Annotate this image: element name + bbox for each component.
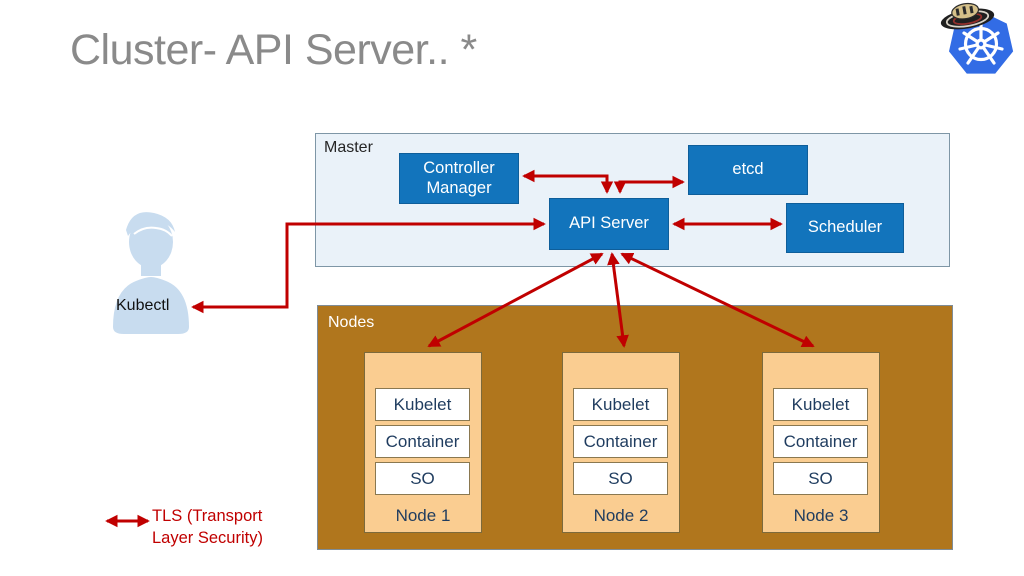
- container-box: Container: [773, 425, 868, 458]
- container-box: Container: [375, 425, 470, 458]
- tls-legend-label: TLS (Transport Layer Security): [152, 507, 263, 547]
- container-box: Container: [573, 425, 668, 458]
- so-box: SO: [573, 462, 668, 495]
- node-label-1: Node 1: [395, 506, 451, 525]
- etcd-box: etcd: [688, 145, 808, 195]
- scheduler-box: Scheduler: [786, 203, 904, 253]
- api-server-box: API Server: [549, 198, 669, 250]
- nodes-label: Nodes: [328, 314, 375, 331]
- kubernetes-logo: [940, 2, 1016, 76]
- node-label-2: Node 2: [593, 506, 649, 525]
- sombrero-hat-icon: [940, 2, 995, 30]
- node-box-1: Kubelet Container SO Node 1: [364, 352, 482, 533]
- kubectl-label: Kubectl: [116, 297, 170, 314]
- slide-title: Cluster- API Server.. *: [70, 26, 477, 74]
- node-box-2: Kubelet Container SO Node 2: [562, 352, 680, 533]
- master-label: Master: [324, 139, 373, 156]
- controller-manager-box: Controller Manager: [399, 153, 519, 204]
- node-label-3: Node 3: [793, 506, 849, 525]
- person-icon: [113, 212, 189, 334]
- so-box: SO: [773, 462, 868, 495]
- kubelet-box: Kubelet: [773, 388, 868, 421]
- node-box-3: Kubelet Container SO Node 3: [762, 352, 880, 533]
- kubelet-box: Kubelet: [573, 388, 668, 421]
- so-box: SO: [375, 462, 470, 495]
- nodes-panel: Nodes Kubelet Container SO Node 1 Kubele…: [317, 305, 953, 550]
- kubelet-box: Kubelet: [375, 388, 470, 421]
